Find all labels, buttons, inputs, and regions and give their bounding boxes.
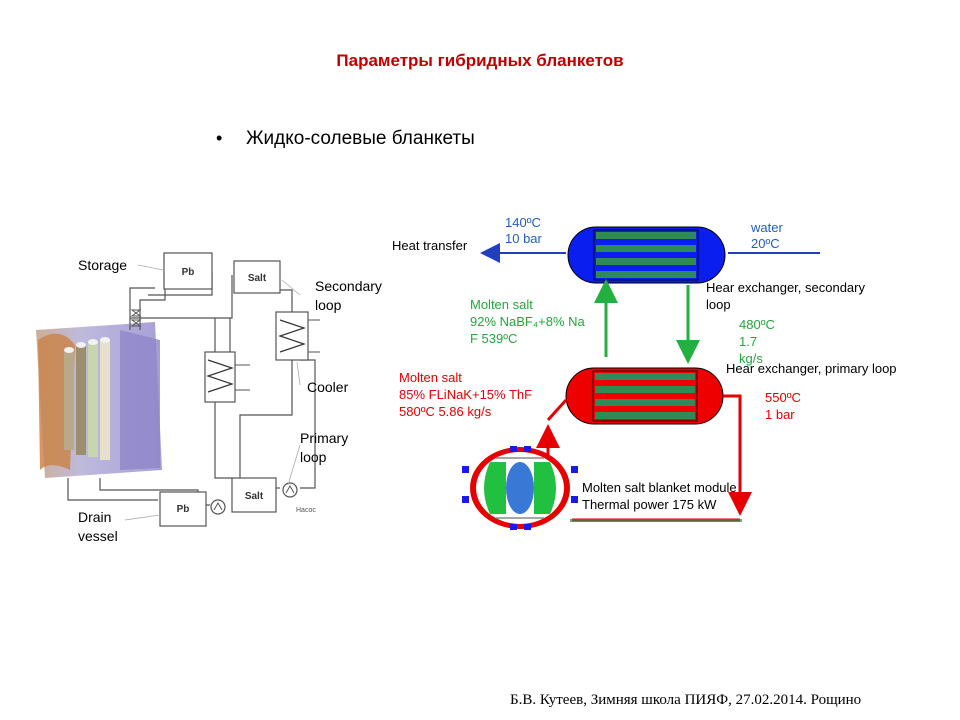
label-secondary-flow-temp: 480ºC — [739, 317, 775, 332]
label-cooler: Cooler — [307, 379, 349, 395]
tank-pb-top: Pb — [163, 252, 213, 290]
primary-return-line — [723, 394, 752, 516]
label-water: water — [751, 220, 783, 235]
label-secondary-flow-rate: 1.7 — [739, 334, 758, 349]
tank-salt-top: Salt — [233, 260, 281, 294]
label-secondary-inlet-temp: 140ºC — [505, 215, 541, 230]
slide-footer: Б.В. Кутеев, Зимняя школа ПИЯФ, 27.02.20… — [510, 692, 862, 708]
valve-icon — [130, 309, 142, 327]
bullet-symbol: • — [216, 128, 223, 148]
pump-icon — [210, 499, 226, 515]
blanket-illustration — [36, 322, 162, 478]
heat-exchanger-primary — [565, 367, 724, 425]
label-blanket-module-1: Molten salt blanket module — [582, 480, 737, 495]
label-secondary-loop-1: Secondary — [315, 278, 382, 294]
tank-pb-bottom: Pb — [159, 491, 207, 527]
label-secondary-inlet-pressure: 10 bar — [505, 231, 542, 246]
svg-text:Pb: Pb — [177, 504, 190, 515]
label-secondary-flow-unit: kg/s — [739, 351, 763, 366]
svg-text:Salt: Salt — [248, 273, 267, 284]
cooler-unit — [275, 311, 320, 361]
svg-text:Pb: Pb — [182, 267, 195, 278]
label-hx-secondary-2: loop — [706, 297, 731, 312]
label-molten-salt-primary-2: 85% FLiNaK+15% ThF — [399, 387, 533, 402]
label-molten-salt-secondary-2: 92% NaBF₄+8% Na — [470, 314, 585, 329]
pump-icon — [282, 482, 298, 498]
left-loop-schematic: Pb Salt Pb Salt — [36, 252, 320, 527]
label-molten-salt-secondary-3: F 539ºC — [470, 331, 518, 346]
label-leaders — [124, 264, 301, 521]
label-drain-vessel-2: vessel — [78, 528, 118, 544]
label-molten-salt-primary-3: 580ºC 5.86 kg/s — [399, 404, 492, 419]
primary-feed-line — [546, 398, 568, 422]
label-storage: Storage — [78, 257, 128, 273]
label-molten-salt-primary-1: Molten salt — [399, 370, 462, 385]
label-molten-salt-secondary-1: Molten salt — [470, 297, 533, 312]
label-primary-return-pressure: 1 bar — [765, 407, 795, 422]
label-hx-primary: Hear exchanger, primary loop — [726, 361, 897, 376]
svg-text:Salt: Salt — [245, 491, 264, 502]
pump-caption: Насос — [296, 507, 316, 514]
label-heat-transfer: Heat transfer — [392, 238, 468, 253]
label-primary-return-temp: 550ºC — [765, 390, 801, 405]
label-primary-loop-2: loop — [300, 449, 327, 465]
label-drain-vessel-1: Drain — [78, 509, 112, 525]
label-water-temp: 20ºC — [751, 236, 780, 251]
label-hx-secondary-1: Hear exchanger, secondary — [706, 280, 865, 295]
label-blanket-module-2: Thermal power 175 kW — [582, 497, 717, 512]
heat-exchanger-secondary — [567, 226, 726, 284]
label-secondary-loop-2: loop — [315, 297, 342, 313]
tank-salt-bottom: Salt — [231, 477, 277, 513]
blanket-module-icon — [462, 446, 578, 530]
bullet-text: Жидко-солевые бланкеты — [246, 128, 475, 149]
label-primary-loop-1: Primary — [300, 430, 349, 446]
middle-heat-exchanger — [204, 351, 250, 403]
slide-title: Параметры гибридных бланкетов — [336, 51, 624, 70]
